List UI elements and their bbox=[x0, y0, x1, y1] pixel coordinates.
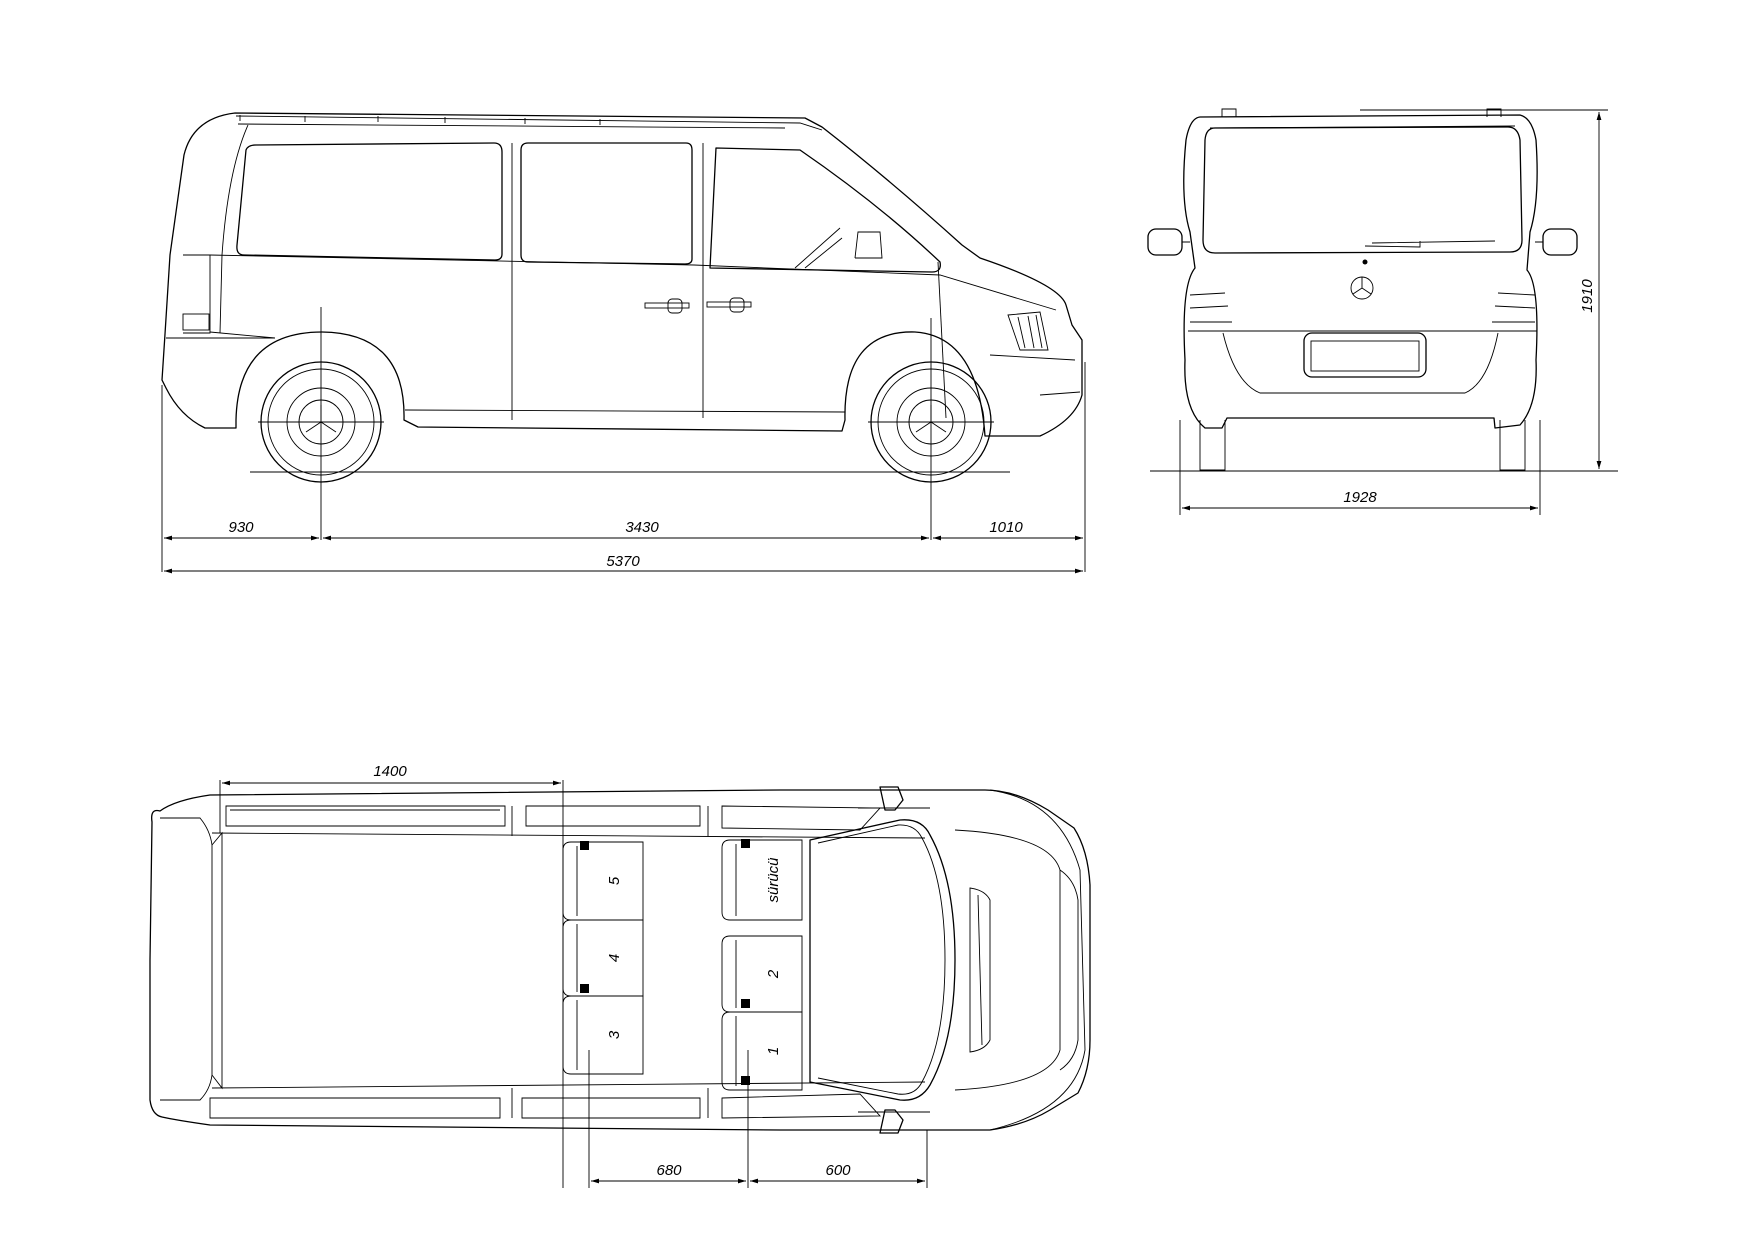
dim-total-length: 5370 bbox=[606, 553, 640, 570]
side-window-rear bbox=[236, 142, 503, 261]
seat-label: 5 bbox=[606, 876, 623, 885]
rear-window bbox=[1202, 126, 1523, 254]
top-mirror-right bbox=[879, 1109, 904, 1134]
dim-front-overhang: 1010 bbox=[989, 519, 1023, 536]
rear-light bbox=[182, 313, 210, 331]
top-mirror-left bbox=[879, 786, 904, 811]
seat-4: sürücü bbox=[721, 839, 803, 921]
seat-belt-marker bbox=[580, 841, 589, 850]
roof-rails bbox=[239, 115, 601, 125]
door-handles bbox=[644, 297, 752, 314]
license-plate bbox=[1303, 332, 1427, 378]
seats-layer: 5 4 3 sürücü 2 1 bbox=[562, 839, 803, 1091]
dim-seat-row-gap: 680 bbox=[656, 1162, 682, 1179]
seat-2: 4 bbox=[562, 919, 644, 997]
rear-body-outline bbox=[1183, 114, 1538, 429]
seat-5: 2 bbox=[721, 935, 803, 1013]
top-view: 5 4 3 sürücü 2 1 1400 680 600 bbox=[149, 763, 1091, 1188]
seat-1: 5 bbox=[562, 841, 644, 921]
dim-front-seat: 600 bbox=[825, 1162, 851, 1179]
top-windshield bbox=[809, 819, 956, 1101]
seat-belt-marker bbox=[580, 984, 589, 993]
seat-label: 4 bbox=[606, 954, 623, 962]
dim-width: 1928 bbox=[1343, 489, 1377, 506]
dim-rear-overhang: 930 bbox=[228, 519, 254, 536]
seat-belt-marker bbox=[741, 1076, 750, 1085]
side-window-middle bbox=[520, 142, 693, 265]
seat-3: 3 bbox=[562, 984, 644, 1075]
side-body-outline bbox=[161, 112, 1083, 437]
rear-view: 1928 1910 bbox=[1147, 108, 1618, 515]
brand-logo bbox=[1350, 276, 1374, 300]
mirror-right bbox=[1542, 228, 1578, 256]
seat-label: sürücü bbox=[765, 857, 782, 903]
seat-label: 3 bbox=[606, 1030, 623, 1039]
seat-6: 1 bbox=[721, 1011, 803, 1091]
side-view: 930 3430 1010 5370 bbox=[161, 112, 1086, 574]
dim-height: 1910 bbox=[1579, 279, 1596, 313]
side-window-front bbox=[709, 147, 941, 273]
seat-belt-marker bbox=[741, 839, 750, 848]
seat-label: 2 bbox=[765, 969, 782, 979]
mirror-left bbox=[1147, 228, 1183, 256]
dim-rear-to-seat: 1400 bbox=[373, 763, 407, 780]
seat-belt-marker bbox=[741, 999, 750, 1008]
rear-wiper bbox=[1364, 240, 1496, 248]
seat-label: 1 bbox=[765, 1047, 782, 1055]
dim-wheelbase: 3430 bbox=[625, 519, 659, 536]
